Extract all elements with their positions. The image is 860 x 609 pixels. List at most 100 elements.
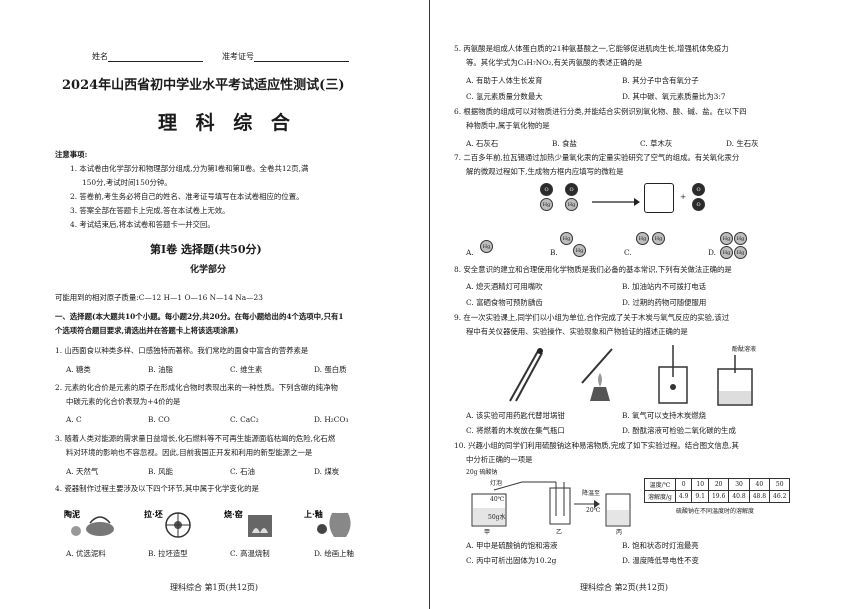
- table-cell: 48.8: [748, 490, 771, 503]
- o-atom: O: [540, 183, 553, 196]
- notice-item: 4. 考试结束后,将本试卷和答题卡一并交回。: [70, 220, 215, 229]
- section-title: 第Ⅰ卷 选择题(共50分): [150, 243, 262, 256]
- option-c[interactable]: C. 富硒食物可预防龋齿: [466, 298, 543, 307]
- name-field: 姓名: [92, 52, 203, 62]
- option-c[interactable]: C.: [624, 248, 632, 257]
- option-d[interactable]: D. 其中碳、氧元素质量比为3:7: [622, 92, 726, 101]
- page-footer: 理科综合 第2页(共12页): [580, 583, 669, 592]
- right-page: 5. 丙氨酸是组成人体蛋白质的21种氨基酸之一,它能够促进肌肉生长,增强机体免疫…: [430, 0, 860, 609]
- gas-jar-image: [645, 343, 700, 405]
- question-stem: 等。其化学式为C₃H₇NO₂,有关丙氨酸的表述正确的是: [466, 58, 643, 67]
- apparatus-label: 20℃: [586, 507, 601, 514]
- answer-box: [644, 183, 674, 213]
- question-stem: 9. 在一次实验课上,同学们以小组为单位,合作完成了关于木炭与氧气反应的实验,该…: [454, 313, 730, 322]
- option-a[interactable]: A. 有助于人体生长发育: [466, 76, 543, 85]
- o-atom: O: [565, 183, 578, 196]
- option-d[interactable]: D.: [708, 248, 717, 257]
- hg-atom: Hg: [734, 232, 747, 245]
- option-d[interactable]: D. 蛋白质: [314, 365, 347, 374]
- option-d[interactable]: D. 酚酞溶液可检验二氧化碳的生成: [622, 426, 736, 435]
- option-a[interactable]: A. 熄灭酒精灯可用嘴吹: [466, 282, 543, 291]
- option-c[interactable]: C. 维生素: [230, 365, 263, 374]
- option-b[interactable]: B. 风能: [148, 467, 173, 476]
- apparatus-label: 40℃: [490, 496, 505, 503]
- table-cell: 20: [707, 478, 730, 491]
- option-c[interactable]: C. 丙中可析出固体为10.2g: [466, 556, 557, 565]
- table-cell: 50: [769, 478, 791, 491]
- question-stem: 8. 安全意识的建立和合理使用化学物质是我们必备的基本常识,下列有关做法正确的是: [454, 265, 732, 274]
- option-a[interactable]: A. 石灰石: [466, 139, 499, 148]
- option-a[interactable]: A. 甲中是硫酸钠的饱和溶液: [466, 541, 558, 550]
- table-cell: 19.6: [707, 490, 730, 503]
- question-stem: 种物质中,属于氧化物的是: [466, 121, 550, 130]
- option-b[interactable]: B. 其分子中含有氧分子: [622, 76, 699, 85]
- question-stem: 料对环境的影响也不容忽视。因此,目前我国正开发和利用的新型能源之一是: [66, 448, 313, 457]
- option-a[interactable]: A. 优选泥料: [66, 549, 106, 558]
- apparatus-label: 50g水: [488, 514, 506, 521]
- hg-atom: Hg: [720, 232, 733, 245]
- phenolphthalein-label: 酚酞溶液: [732, 346, 757, 353]
- question-stem: 中碳元素的化合价表现为+4价的是: [66, 397, 181, 406]
- circuit-apparatus-image: [466, 480, 636, 530]
- question-stem: 中分析正确的一项是: [466, 455, 533, 464]
- ticket-blank[interactable]: [254, 61, 349, 62]
- option-a[interactable]: A. 糖类: [66, 365, 91, 374]
- option-c[interactable]: C. 高温烧制: [230, 549, 270, 558]
- option-c[interactable]: C. CaC₂: [230, 415, 259, 424]
- exam-title: 2024年山西省初中学业水平考试适应性测试(三): [62, 78, 345, 93]
- option-b[interactable]: B. 饱和状态时灯泡最亮: [622, 541, 699, 550]
- table-cell: 0: [674, 478, 693, 491]
- hg-atom: Hg: [720, 246, 733, 259]
- option-d[interactable]: D. 生石灰: [726, 139, 759, 148]
- table-cell: 溶解度/g: [644, 490, 676, 503]
- name-blank[interactable]: [108, 61, 203, 62]
- ticket-label: 准考证号: [222, 52, 254, 61]
- hg-atom: Hg: [565, 198, 578, 211]
- throwing-image: 拉·坯: [142, 503, 200, 541]
- option-b[interactable]: B.: [550, 248, 558, 257]
- option-a[interactable]: A. 该实验可用药匙代替坩埚钳: [466, 411, 565, 420]
- tongs-image: [500, 343, 560, 403]
- question-stem: 1. 山西面食以种类多样、口感独特而著称。我们常吃的面食中富含的营养素是: [55, 346, 309, 355]
- option-b[interactable]: B. 食盐: [552, 139, 577, 148]
- hg-atom: Hg: [734, 246, 747, 259]
- table-row: 溶解度/g 4.9 9.1 19.6 40.8 48.8 46.2: [644, 490, 791, 503]
- question-stem: 2. 元素的化合价是元素的原子在形成化合物时表现出来的一种性质。下列含碳的纯净物: [55, 383, 338, 392]
- name-label: 姓名: [92, 52, 108, 61]
- question-stem: 解的微观过程如下,生成物方框内应填写的微粒是: [466, 167, 624, 176]
- option-c[interactable]: C. 将燃着的木炭放在集气瓶口: [466, 426, 565, 435]
- option-b[interactable]: B. 氧气可以支持木炭燃烧: [622, 411, 707, 420]
- option-d[interactable]: D. 过期的药物可随便服用: [622, 298, 707, 307]
- notice-heading: 注意事项:: [55, 150, 88, 159]
- option-c[interactable]: C. 氢元素质量分数最大: [466, 92, 543, 101]
- option-d[interactable]: D. 绘画上釉: [314, 549, 354, 558]
- option-b[interactable]: B. 拉坯造型: [148, 549, 188, 558]
- o-atom: O: [692, 183, 705, 196]
- option-b[interactable]: B. CO: [148, 415, 170, 424]
- image-caption: 拉·坯: [144, 509, 163, 519]
- option-d[interactable]: D. H₂CO₃: [314, 415, 349, 424]
- question-stem: 6. 根据物质的组成可以对物质进行分类,并能结合实例识别氧化物、酸、碱、盐。在以…: [454, 107, 747, 116]
- plus-sign: +: [680, 192, 687, 201]
- option-a[interactable]: A. 天然气: [66, 467, 99, 476]
- table-cell: 40.8: [728, 490, 750, 503]
- option-c[interactable]: C. 石油: [230, 467, 255, 476]
- apparatus-label: 甲: [484, 529, 491, 536]
- left-page: 姓名 准考证号 2024年山西省初中学业水平考试适应性测试(三) 理 科 综 合…: [55, 52, 354, 592]
- option-b[interactable]: B. 加油站内不可拨打电话: [622, 282, 707, 291]
- question-stem: 4. 瓷器制作过程主要涉及以下四个环节,其中属于化学变化的是: [55, 484, 259, 493]
- hg-atom: Hg: [652, 232, 665, 245]
- hg-atom: Hg: [540, 198, 553, 211]
- option-d[interactable]: D. 温度降低导电性不变: [622, 556, 699, 565]
- table-caption: 硫酸钠在不同温度时的溶解度: [676, 508, 755, 515]
- question-stem: 程中有关仪器使用、实验操作、实验现象和产物验证的描述正确的是: [466, 327, 688, 336]
- option-b[interactable]: B. 油脂: [148, 365, 173, 374]
- hg-atom: Hg: [560, 232, 573, 245]
- option-d[interactable]: D. 煤炭: [314, 467, 340, 476]
- option-a[interactable]: A.: [466, 248, 474, 257]
- option-a[interactable]: A. C: [66, 415, 82, 424]
- option-c[interactable]: C. 草木灰: [640, 139, 673, 148]
- hg-atom: Hg: [573, 244, 586, 257]
- notice-item: 3. 答案全部在答题卡上完成,答在本试卷上无效。: [70, 206, 230, 215]
- table-cell: 30: [728, 478, 750, 491]
